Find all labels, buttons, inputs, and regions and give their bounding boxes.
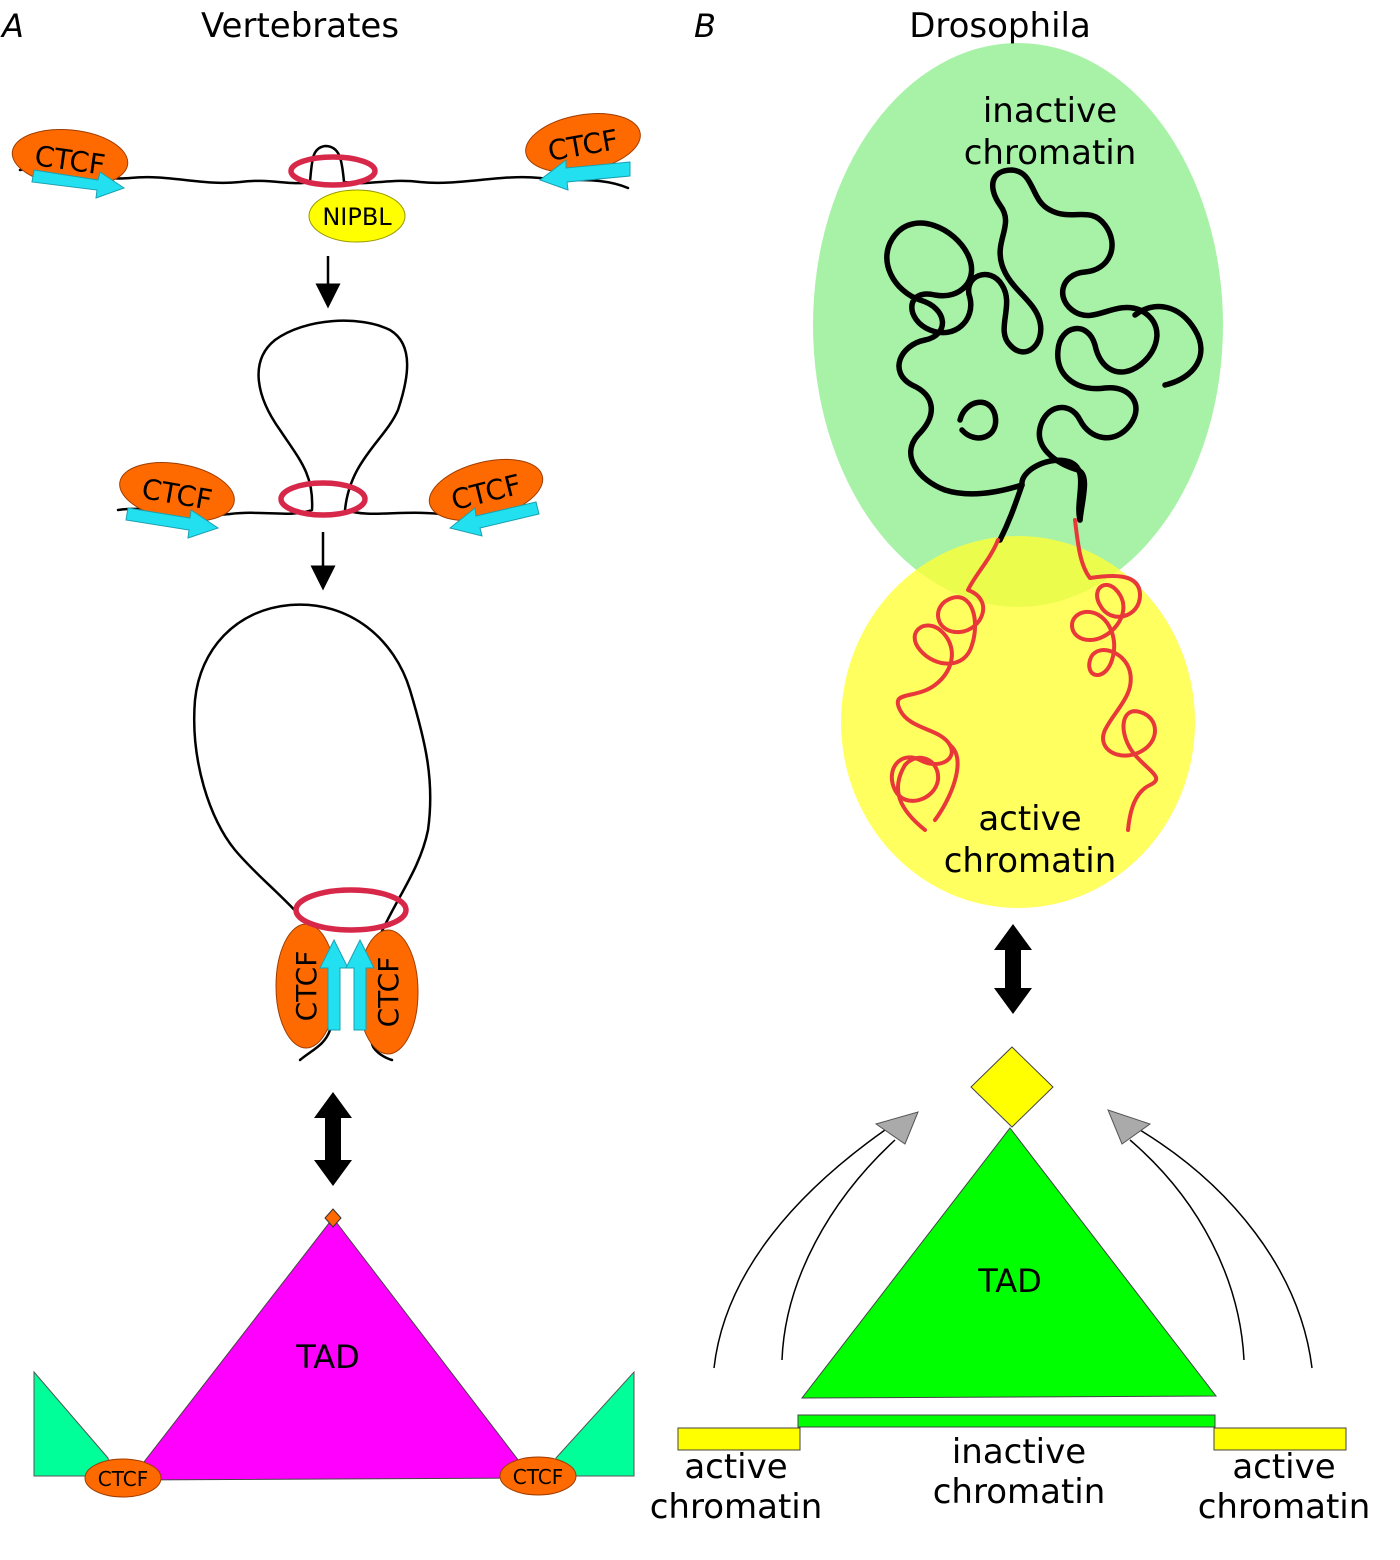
inactive-chromatin-fiber — [1019, 457, 1084, 523]
drosophila-tad: TAD active chromatin inactive chromatin … — [650, 1046, 1371, 1527]
active-chromatin-fiber — [1070, 518, 1159, 832]
curved-arrow-head — [1107, 1109, 1152, 1145]
bottom-left-label-line2: chromatin — [650, 1487, 823, 1527]
ctcf-motif-arrow — [448, 501, 540, 537]
ctcf-label: CTCF — [98, 1467, 148, 1491]
ctcf-motif-arrow — [31, 169, 126, 199]
neighbor-tad-right — [555, 1370, 635, 1477]
nipbl-label: NIPBL — [322, 203, 392, 231]
active-chromatin-fiber — [895, 763, 927, 832]
double-headed-arrow — [994, 924, 1032, 1014]
inactive-chromatin-bar — [797, 1414, 1216, 1428]
tad-triangle — [128, 1217, 534, 1481]
chromatin-fiber — [18, 144, 630, 190]
panel-b-title: Drosophila — [909, 6, 1091, 46]
ctcf-label: CTCF — [290, 951, 323, 1022]
double-headed-arrow — [314, 1092, 352, 1186]
bottom-left-label-line1: active — [684, 1447, 787, 1487]
inactive-chromatin-fiber — [957, 399, 999, 441]
stage-3-anchored-loop: CTCF CTCF — [193, 603, 432, 1062]
bottom-mid-label-line1: inactive — [952, 1432, 1086, 1472]
ctcf-protein — [84, 1458, 162, 1498]
ctcf-motif-arrow — [125, 507, 220, 539]
vertebrate-tad: TAD CTCF CTCF — [33, 1208, 635, 1498]
ctcf-motif-arrow — [538, 158, 631, 191]
cohesin-ring — [278, 480, 368, 518]
panel-a: A Vertebrates CTCF CTCF NIPBL CTCF CTCF — [0, 6, 641, 1498]
inactive-chromatin-fiber — [1132, 303, 1204, 388]
ctcf-motif-arrow — [345, 938, 375, 1031]
active-chromatin-fiber — [933, 743, 960, 822]
active-chromatin-fiber — [889, 538, 1000, 803]
ctcf-label: CTCF — [372, 957, 405, 1028]
bottom-mid-label-line2: chromatin — [933, 1472, 1106, 1512]
active-chromatin-bar-left — [677, 1427, 801, 1451]
inactive-cloud-label-line2: chromatin — [964, 133, 1137, 173]
panel-a-title: Vertebrates — [201, 6, 399, 46]
bottom-right-label-line2: chromatin — [1198, 1487, 1371, 1527]
bottom-right-label-line1: active — [1232, 1447, 1335, 1487]
stage-2-extrusion: CTCF CTCF — [116, 319, 544, 539]
neighbor-tad-left — [33, 1370, 113, 1477]
active-chromatin-bar-right — [1213, 1427, 1347, 1451]
tad-label: TAD — [977, 1262, 1042, 1300]
tad-label: TAD — [295, 1338, 360, 1376]
chromatin-loop — [116, 319, 537, 516]
active-cloud-label-line2: chromatin — [944, 841, 1117, 881]
curved-arrow — [1129, 1139, 1245, 1361]
active-cloud-label-line1: active — [978, 799, 1081, 839]
panel-a-letter: A — [0, 7, 24, 45]
curved-arrow — [713, 1129, 886, 1369]
curved-arrow — [1139, 1129, 1313, 1369]
curved-arrow — [781, 1139, 896, 1361]
cohesin-ring — [293, 887, 409, 933]
nipbl-protein — [308, 189, 406, 243]
panel-b-letter: B — [694, 7, 716, 45]
active-chromatin-cloud — [841, 536, 1195, 908]
chromatin-tail — [298, 1028, 332, 1062]
tad-apex-marker — [324, 1208, 342, 1228]
curved-arrow-head — [874, 1111, 919, 1145]
panel-b: B Drosophila inactive chromatin active c… — [650, 6, 1371, 1527]
ctcf-protein — [499, 1456, 577, 1496]
stage-1-loading: CTCF CTCF NIPBL — [11, 113, 641, 243]
tad-apex-marker — [970, 1046, 1054, 1128]
tad-triangle — [800, 1127, 1218, 1399]
cohesin-ring — [288, 154, 378, 188]
ctcf-motif-arrow — [319, 938, 349, 1031]
ctcf-label: CTCF — [513, 1465, 563, 1489]
inactive-chromatin-fiber — [884, 167, 1160, 543]
inactive-cloud-label-line1: inactive — [983, 91, 1117, 131]
